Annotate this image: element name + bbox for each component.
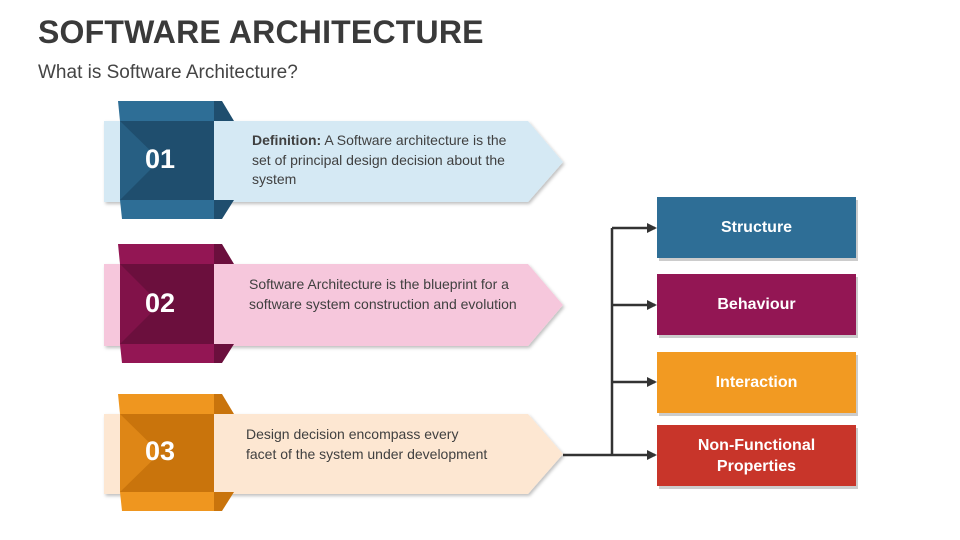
item-1-arrow-banner bbox=[104, 121, 563, 202]
item-1-fold-bottom-left bbox=[120, 200, 214, 219]
item-2-side-shade bbox=[120, 264, 160, 344]
item-3-fold-bottom-right bbox=[214, 492, 234, 511]
item-3-number-block bbox=[120, 414, 214, 492]
item-1-number: 01 bbox=[144, 144, 176, 174]
page-title: SOFTWARE ARCHITECTURE bbox=[38, 14, 484, 50]
page-subtitle: What is Software Architecture? bbox=[38, 62, 298, 83]
item-2-graphic bbox=[104, 244, 563, 363]
item-1-fold-top-left bbox=[118, 101, 214, 121]
item-2-text: Software Architecture is the blueprint f… bbox=[249, 276, 517, 312]
item-2-description: Software Architecture is the blueprint f… bbox=[249, 275, 524, 314]
item-3-text: Design decision encompass every facet of… bbox=[246, 426, 488, 462]
box-nonfunctional: Non-Functional Properties bbox=[657, 425, 856, 486]
item-3-fold-top-left bbox=[118, 394, 214, 414]
item-3-side-shade bbox=[120, 414, 160, 492]
item-1-graphic bbox=[104, 101, 563, 219]
item-1-fold-top-right bbox=[214, 101, 234, 121]
box-interaction-label: Interaction bbox=[715, 374, 798, 391]
item-1-description: Definition: A Software architecture is t… bbox=[252, 131, 517, 190]
box-behaviour-label: Behaviour bbox=[717, 296, 796, 313]
item-2-fold-bottom-right bbox=[214, 344, 234, 363]
box-nonfunctional-label: Non-Functional Properties bbox=[697, 436, 816, 475]
item-1-fold-bottom-right bbox=[214, 200, 234, 219]
item-3-fold-bottom-left bbox=[120, 492, 214, 511]
box-interaction: Interaction bbox=[657, 352, 856, 413]
item-2-fold-top-left bbox=[118, 244, 214, 264]
item-3-number: 03 bbox=[144, 436, 176, 466]
item-3-description: Design decision encompass every facet of… bbox=[246, 425, 491, 464]
item-2-number-block bbox=[120, 264, 214, 344]
item-2-arrow-banner bbox=[104, 264, 563, 346]
box-structure-label: Structure bbox=[720, 219, 793, 236]
item-2-number: 02 bbox=[144, 288, 176, 318]
item-1-text: A Software architecture is the set of pr… bbox=[252, 132, 507, 187]
item-3-arrow-banner bbox=[104, 414, 563, 494]
item-1-term: Definition: bbox=[252, 132, 322, 148]
item-3-graphic bbox=[104, 394, 563, 511]
box-structure: Structure bbox=[657, 197, 856, 258]
box-behaviour: Behaviour bbox=[657, 274, 856, 335]
item-2-fold-bottom-left bbox=[120, 344, 214, 363]
item-2-fold-top-right bbox=[214, 244, 234, 264]
item-3-fold-top-right bbox=[214, 394, 234, 414]
connector-tree bbox=[563, 223, 657, 460]
item-1-side-shade bbox=[120, 121, 160, 200]
item-1-number-block bbox=[120, 121, 214, 200]
